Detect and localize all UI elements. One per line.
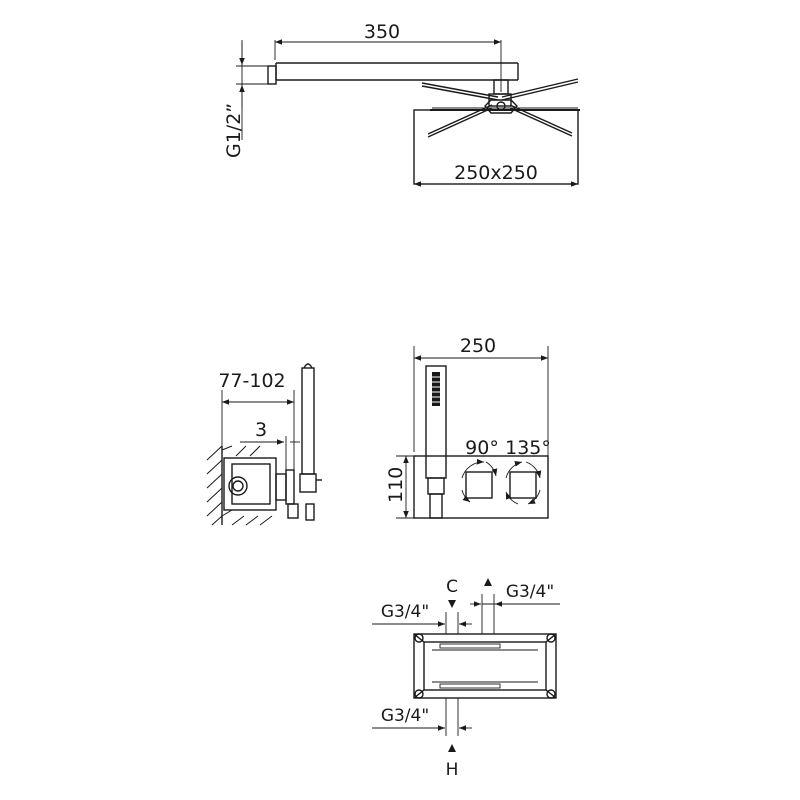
shower-arm-view: 350 G1/2” 250x250: [223, 21, 580, 187]
front-view: 90° 135° 250 110: [385, 335, 551, 519]
depth-label: 77-102: [218, 370, 285, 392]
cold-label: C: [446, 577, 458, 597]
angle-right-label: 135°: [505, 437, 551, 459]
arm-length-label: 350: [364, 21, 400, 43]
inlet-bottom-label: G3/4": [381, 706, 429, 726]
head-size-label: 250x250: [454, 162, 538, 184]
hot-label: H: [446, 760, 459, 780]
angle-left-label: 90°: [465, 437, 499, 459]
offset-label: 3: [255, 419, 267, 441]
side-section-view: 77-102 3: [206, 363, 322, 526]
box-view: G3/4" C G3/4" G3/4" H: [372, 577, 560, 780]
front-height-label: 110: [385, 467, 407, 503]
thread-label: G1/2”: [223, 103, 245, 158]
front-width-label: 250: [460, 335, 496, 357]
shower-head-icon: [413, 78, 580, 185]
inlet-left-label: G3/4": [381, 602, 429, 622]
outlet-top-label: G3/4": [506, 582, 554, 602]
